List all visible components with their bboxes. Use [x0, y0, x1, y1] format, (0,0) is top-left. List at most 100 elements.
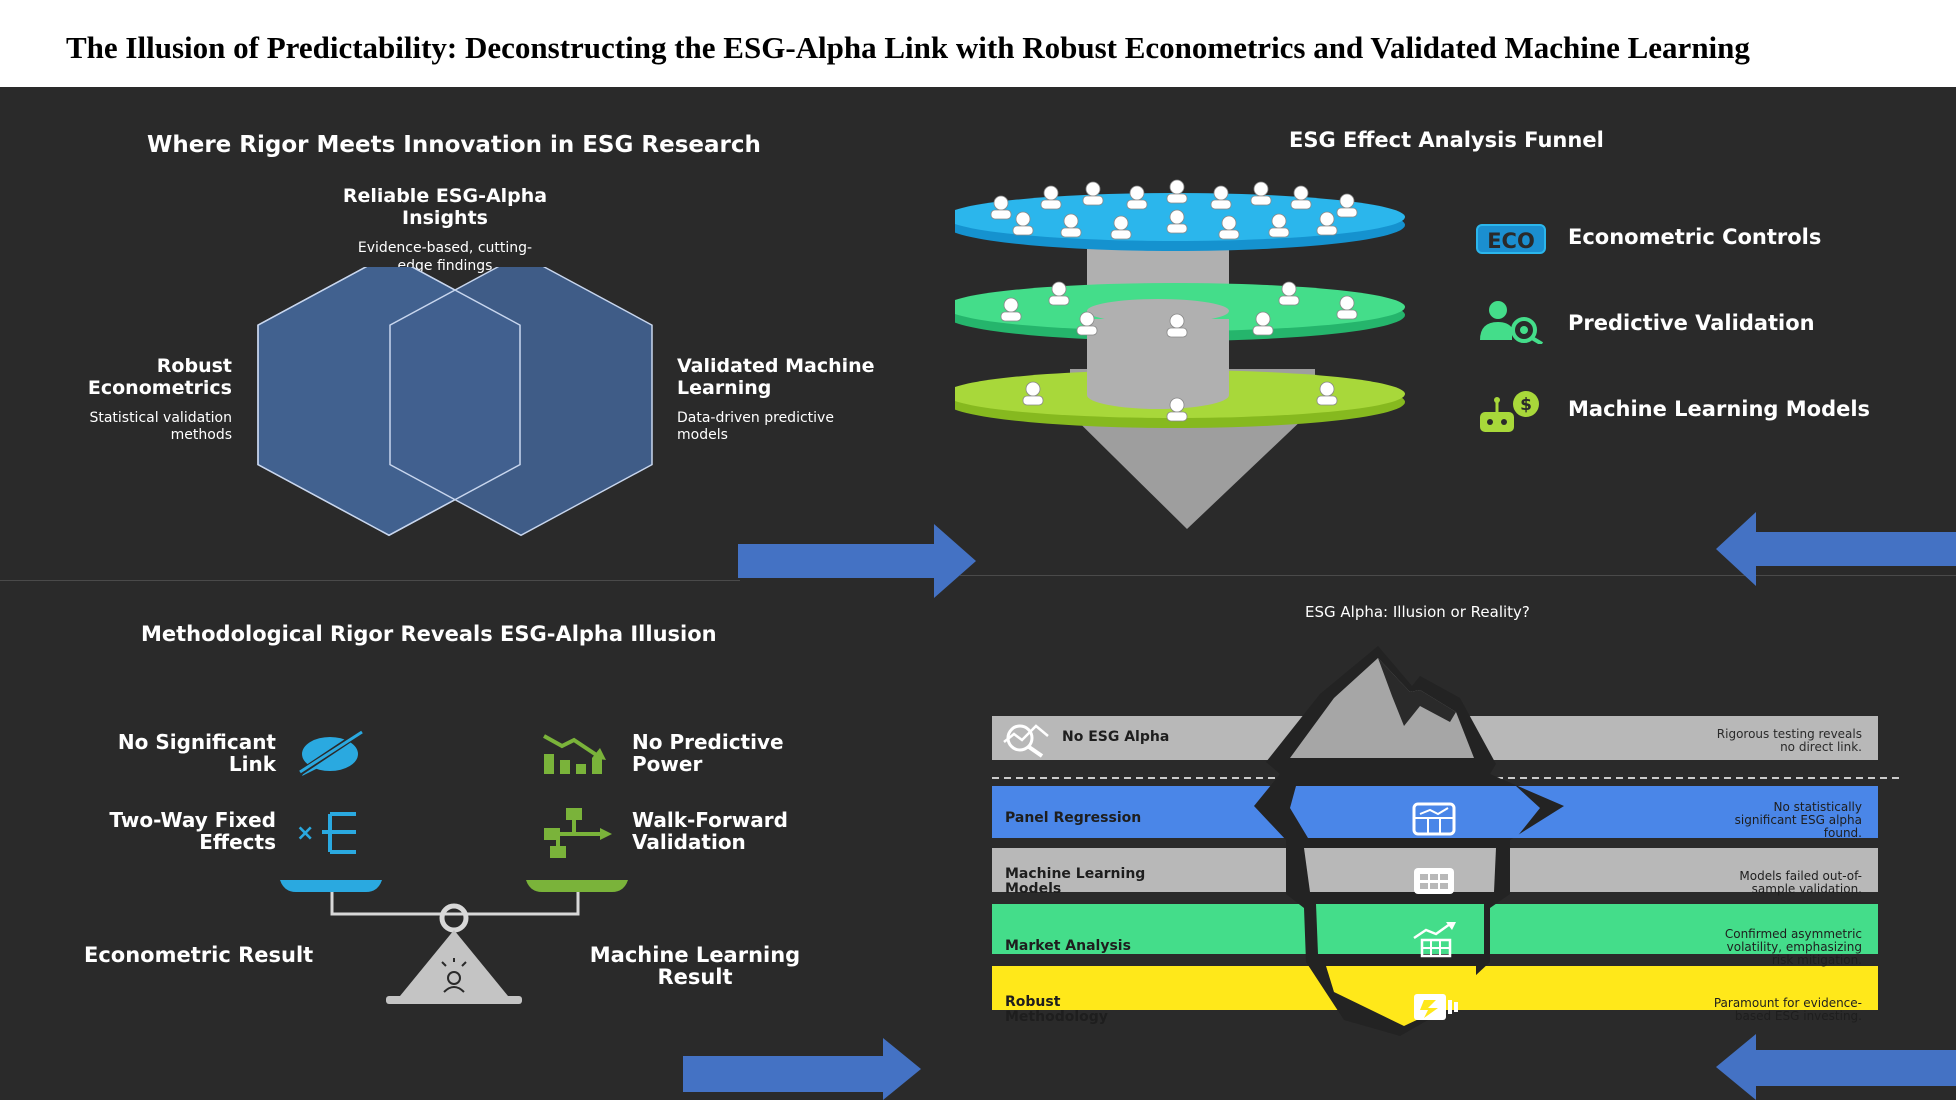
- person-icon: [1278, 281, 1300, 306]
- scale-right-pan: [526, 880, 628, 892]
- row-label-no-esg-alpha: No ESG Alpha: [1062, 729, 1170, 745]
- person-icon: [990, 195, 1012, 220]
- row-desc-2-2: sample validation.: [1751, 882, 1862, 896]
- arrow-left-bottom: [1716, 1034, 1956, 1100]
- row-label-robust-2: Methodology: [1005, 1009, 1108, 1025]
- legend-eco-icon: ECO: [1476, 224, 1546, 254]
- iceberg-graphic: [990, 646, 1900, 1036]
- row-desc-3-3: risk mitigation.: [1771, 953, 1862, 967]
- venn-left-title-2: Econometrics: [87, 377, 232, 399]
- row-label-panel-regression: Panel Regression: [1005, 810, 1142, 826]
- legend-label-ml: Machine Learning Models: [1568, 397, 1871, 421]
- person-icon: [1166, 209, 1188, 234]
- scale-panel: Methodological Rigor Reveals ESG-Alpha I…: [0, 600, 930, 1030]
- person-icon: [1076, 311, 1098, 336]
- arrow-left-top: [1716, 512, 1956, 586]
- robot-money-icon: $: [1480, 391, 1539, 432]
- venn-right-title-2: Learning: [677, 377, 772, 399]
- venn-hexagons: [257, 267, 653, 537]
- row-desc-0-2: no direct link.: [1780, 740, 1862, 754]
- econometric-result-label: Econometric Result: [84, 943, 314, 967]
- row-label-ml-1: Machine Learning: [1005, 866, 1146, 882]
- walk-forward-label-1: Walk-Forward: [632, 808, 788, 832]
- venn-right-title-1: Validated Machine: [677, 355, 875, 377]
- grid-icon: [1414, 868, 1454, 894]
- person-icon: [1082, 181, 1104, 206]
- iceberg-heading: ESG Alpha: Illusion or Reality?: [1305, 603, 1530, 621]
- row-desc-4-2: based ESG investing.: [1734, 1009, 1862, 1023]
- person-icon: [1048, 281, 1070, 306]
- venn-right-desc-2: models: [677, 427, 728, 443]
- fixed-effects-label-1: Two-Way Fixed: [109, 808, 276, 832]
- svg-text:×: ×: [296, 821, 314, 846]
- funnel-heading: ESG Effect Analysis Funnel: [1289, 128, 1604, 152]
- people-icons: [990, 179, 1358, 422]
- person-icon: [1022, 381, 1044, 406]
- arrow-right-bottom: [683, 1038, 921, 1100]
- scale-left-pan: [280, 880, 382, 892]
- venn-left-desc-1: Statistical validation: [89, 410, 232, 426]
- svg-text:$: $: [1520, 395, 1532, 415]
- row-desc-3-1: Confirmed asymmetric: [1724, 927, 1862, 941]
- row-desc-4-1: Paramount for evidence-: [1713, 996, 1862, 1010]
- iceberg-seg-yellow: [1326, 966, 1476, 1026]
- person-icon: [1060, 213, 1082, 238]
- page-title: The Illusion of Predictability: Deconstr…: [66, 30, 1750, 65]
- panel-chart-icon: [1412, 802, 1456, 836]
- person-icon: [1012, 211, 1034, 236]
- fixed-effects-label-2: Effects: [199, 830, 276, 854]
- row-desc-3-2: volatility, emphasizing: [1726, 940, 1862, 954]
- person-icon: [1218, 215, 1240, 240]
- arrow-right-top: [738, 524, 976, 598]
- person-icon: [1166, 397, 1188, 422]
- person-icon: [1268, 213, 1290, 238]
- person-icon: [1290, 185, 1312, 210]
- person-icon: [1250, 181, 1272, 206]
- person-icon: [1210, 185, 1232, 210]
- user-search-icon: [1480, 301, 1544, 344]
- walk-forward-label-2: Validation: [632, 830, 746, 854]
- row-desc-2-1: Models failed out-of-: [1739, 869, 1862, 883]
- scale-base: [400, 930, 508, 996]
- venn-top-desc-1: Evidence-based, cutting-: [357, 240, 533, 256]
- venn-heading: Where Rigor Meets Innovation in ESG Rese…: [147, 132, 761, 158]
- person-icon: [1166, 313, 1188, 338]
- row-desc-1-1: No statistically: [1773, 800, 1863, 814]
- row-label-market-analysis: Market Analysis: [1005, 938, 1131, 954]
- row-label-robust-1: Robust: [1005, 994, 1061, 1010]
- person-icon: [1336, 193, 1358, 218]
- row-label-ml-2: Models: [1005, 881, 1062, 897]
- person-icon: [1252, 311, 1274, 336]
- iceberg-panel: ESG Alpha: Illusion or Reality?: [960, 576, 1956, 1046]
- magnifier-chart-icon: [1003, 724, 1049, 758]
- venn-right-desc-1: Data-driven predictive: [677, 410, 834, 426]
- no-link-label-1: No Significant: [117, 730, 276, 754]
- row-desc-1-2: significant ESG alpha: [1734, 813, 1862, 827]
- document-icon: [1414, 994, 1458, 1020]
- venn-top-title-1: Reliable ESG-Alpha: [342, 185, 548, 207]
- trend-chart-icon: [1413, 922, 1456, 958]
- person-icon: [1166, 179, 1188, 204]
- title-bar: The Illusion of Predictability: Deconstr…: [0, 0, 1956, 87]
- row-desc-1-3: found.: [1823, 826, 1862, 840]
- venn-left-title-1: Robust: [156, 355, 232, 377]
- divider-right: [960, 575, 1956, 576]
- person-icon: [1040, 185, 1062, 210]
- flow-icon: [544, 808, 612, 858]
- person-icon: [1316, 211, 1338, 236]
- no-predictive-label-2: Power: [632, 752, 703, 776]
- fixed-effects-icon: ×: [296, 812, 356, 854]
- venn-panel: Where Rigor Meets Innovation in ESG Rese…: [0, 87, 955, 580]
- person-icon: [1316, 381, 1338, 406]
- iceberg-seg-green: [1316, 904, 1484, 954]
- funnel-graphic: [955, 179, 1405, 529]
- ml-result-label-2: Result: [657, 965, 733, 989]
- no-predictive-label-1: No Predictive: [632, 730, 784, 754]
- funnel-panel: ESG Effect Analysis Funnel: [955, 87, 1956, 575]
- venn-top-title-2: Insights: [402, 207, 488, 229]
- no-link-icon: [296, 728, 366, 777]
- iceberg-seg-grey: [1304, 848, 1496, 892]
- person-icon: [1000, 297, 1022, 322]
- hexagon-right: [389, 267, 653, 537]
- no-link-label-2: Link: [228, 752, 276, 776]
